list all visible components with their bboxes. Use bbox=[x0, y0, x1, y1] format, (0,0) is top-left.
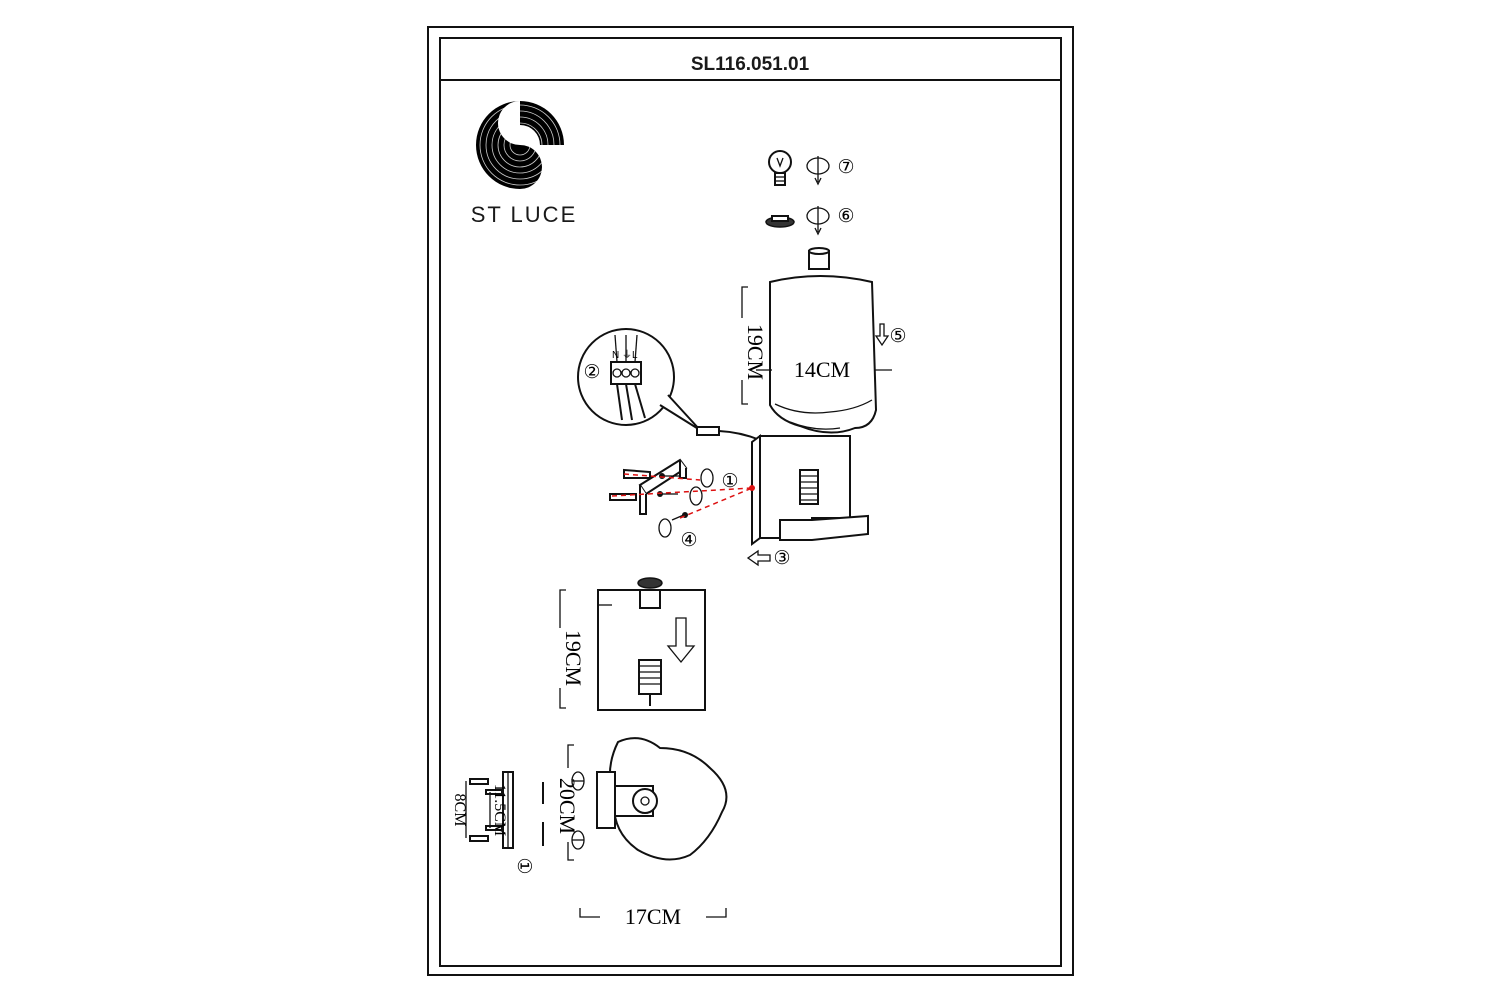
shade-height-label: 19CM bbox=[743, 324, 768, 380]
step-1-bottom-label: ① bbox=[513, 857, 535, 874]
bracket-detail bbox=[465, 771, 585, 850]
terminal-block-icon bbox=[696, 426, 761, 441]
wire-n-label: N bbox=[612, 350, 619, 361]
bracket-outer-label: 11.5CM bbox=[491, 784, 508, 836]
shade-width-label: 14CM bbox=[794, 357, 850, 382]
step-5-label: ⑤ bbox=[889, 325, 906, 347]
mounting-bracket bbox=[638, 458, 688, 515]
rotate-icon bbox=[658, 468, 714, 538]
body-height-label: 19CM bbox=[561, 630, 586, 686]
depth-label: 20CM bbox=[555, 778, 580, 834]
arrow-icon bbox=[746, 549, 771, 567]
step-2-label: ② bbox=[583, 361, 600, 383]
step-3-label: ③ bbox=[773, 547, 790, 569]
lamp-shade bbox=[769, 275, 878, 434]
sheet-frame bbox=[427, 26, 1074, 976]
wire-earth-label: ⏚ bbox=[622, 349, 632, 361]
depth-dimension bbox=[567, 744, 574, 861]
arrow-icon bbox=[666, 617, 696, 664]
width-dimension bbox=[579, 908, 727, 918]
rotate-icon bbox=[806, 156, 830, 186]
rotate-icon bbox=[806, 206, 830, 236]
wire-l-label: L bbox=[632, 350, 638, 361]
spacer-icon bbox=[808, 247, 830, 270]
width-label: 17CM bbox=[625, 904, 681, 929]
top-view bbox=[596, 737, 728, 861]
wall-base bbox=[749, 434, 869, 546]
step-6-label: ⑥ bbox=[837, 205, 854, 227]
bracket-inner-label: 8CM bbox=[451, 794, 468, 827]
model-code-title: SL116.051.01 bbox=[691, 54, 810, 75]
shade-height-dimension bbox=[741, 286, 748, 405]
swirl-logo-icon bbox=[476, 101, 564, 189]
arrow-icon bbox=[874, 323, 890, 347]
bulb-icon bbox=[768, 150, 792, 186]
wall-anchor-icon bbox=[469, 778, 503, 842]
body-height-dimension bbox=[559, 589, 566, 709]
brand-name: ST LUCE bbox=[471, 202, 578, 227]
wiring-detail: N ⏚ L bbox=[577, 328, 701, 431]
step-1-label: ① bbox=[721, 470, 738, 492]
step-7-label: ⑦ bbox=[837, 156, 854, 178]
front-view bbox=[597, 577, 706, 711]
dashed-guide-lines bbox=[611, 473, 753, 519]
shade-ring-icon bbox=[765, 215, 795, 228]
step-4-label: ④ bbox=[680, 529, 697, 551]
